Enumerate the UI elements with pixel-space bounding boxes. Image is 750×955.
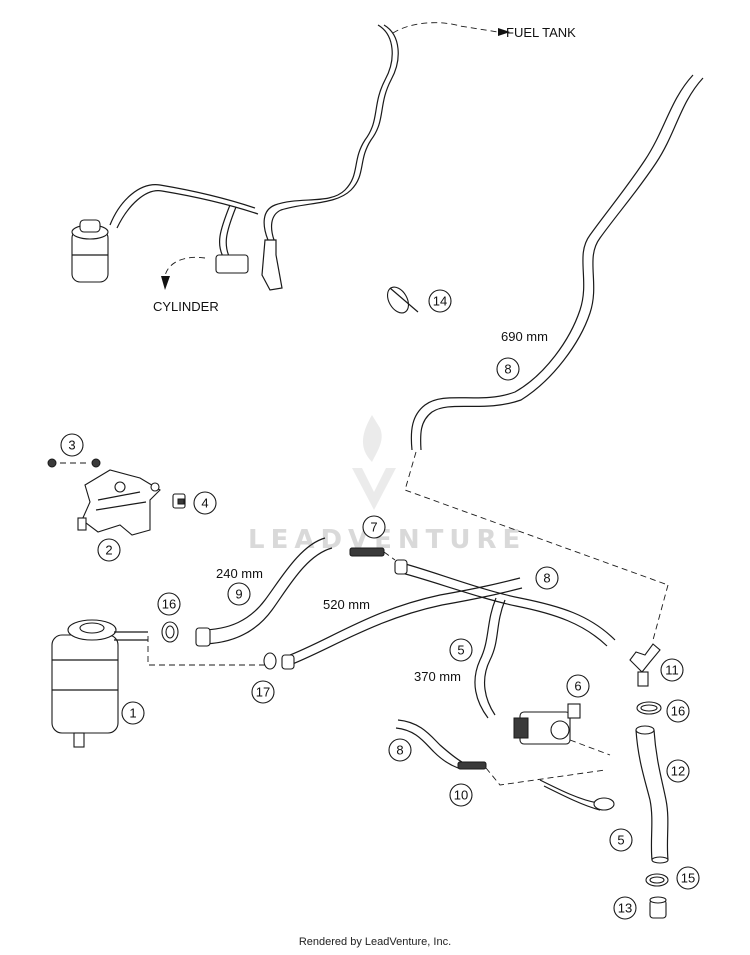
hose-12 — [635, 725, 669, 864]
connector-part — [457, 761, 487, 770]
callout-8-middle: 8 — [535, 566, 559, 590]
hose-8-upper — [410, 74, 704, 451]
clip-part — [172, 493, 186, 509]
callout-15: 15 — [676, 866, 700, 890]
svg-text:17: 17 — [256, 685, 270, 700]
clamp-17 — [263, 652, 277, 670]
svg-text:3: 3 — [68, 438, 75, 453]
canister-part — [51, 619, 148, 748]
svg-text:7: 7 — [370, 520, 377, 535]
footer-credit: Rendered by LeadVenture, Inc. — [298, 936, 452, 948]
callout-13: 13 — [613, 896, 637, 920]
hose-8-middle — [394, 559, 616, 719]
callout-11: 11 — [660, 658, 684, 682]
watermark-logo — [352, 415, 396, 510]
svg-text:1: 1 — [129, 706, 136, 721]
dimension-370: 370 mm — [414, 669, 461, 684]
hose-9 — [195, 537, 333, 647]
clamp-16-right — [636, 701, 662, 715]
svg-text:5: 5 — [617, 833, 624, 848]
svg-text:14: 14 — [433, 294, 447, 309]
callout-16-left: 16 — [157, 592, 181, 616]
svg-text:10: 10 — [454, 788, 468, 803]
callout-1: 1 — [121, 701, 145, 725]
callout-6: 6 — [566, 674, 590, 698]
svg-text:9: 9 — [235, 587, 242, 602]
dimension-520: 520 mm — [323, 597, 370, 612]
hose-520 — [281, 577, 523, 670]
callout-10: 10 — [449, 783, 473, 807]
svg-text:13: 13 — [618, 901, 632, 916]
watermark-text: LEADVENTURE — [248, 525, 526, 555]
overview-assembly — [71, 22, 510, 291]
callout-14: 14 — [428, 289, 452, 313]
callout-5-upper: 5 — [449, 638, 473, 662]
screw-part — [47, 458, 101, 468]
callout-2: 2 — [97, 538, 121, 562]
hose-8-lower — [395, 719, 463, 769]
svg-text:2: 2 — [105, 543, 112, 558]
bracket-part — [77, 469, 161, 536]
dimension-240: 240 mm — [216, 566, 263, 581]
callout-8-upper: 8 — [496, 357, 520, 381]
callout-9: 9 — [227, 582, 251, 606]
callout-17: 17 — [251, 680, 275, 704]
svg-text:6: 6 — [574, 679, 581, 694]
callout-7: 7 — [362, 515, 386, 539]
svg-text:16: 16 — [162, 597, 176, 612]
callout-4: 4 — [193, 491, 217, 515]
callout-5-lower: 5 — [609, 828, 633, 852]
svg-text:8: 8 — [504, 362, 511, 377]
svg-text:15: 15 — [681, 871, 695, 886]
cable-tie-part — [386, 286, 419, 314]
dimension-690: 690 mm — [501, 329, 548, 344]
svg-text:5: 5 — [457, 643, 464, 658]
svg-text:11: 11 — [665, 663, 679, 678]
callout-16-right: 16 — [666, 699, 690, 723]
clamp-16-left — [161, 621, 179, 643]
callout-8-lower: 8 — [388, 738, 412, 762]
fitting-part — [349, 547, 396, 561]
hose-5-lower — [539, 779, 615, 811]
svg-text:12: 12 — [671, 764, 685, 779]
valve-part — [513, 703, 581, 745]
clamp-15 — [645, 873, 669, 887]
fuel-tank-label: FUEL TANK — [506, 25, 576, 40]
svg-text:4: 4 — [201, 496, 208, 511]
callout-12: 12 — [666, 759, 690, 783]
svg-text:8: 8 — [396, 743, 403, 758]
callout-3: 3 — [60, 433, 84, 457]
svg-text:8: 8 — [543, 571, 550, 586]
cap-part — [649, 896, 667, 919]
svg-text:16: 16 — [671, 704, 685, 719]
cylinder-label: CYLINDER — [153, 299, 219, 314]
y-fitting-part — [629, 643, 661, 687]
